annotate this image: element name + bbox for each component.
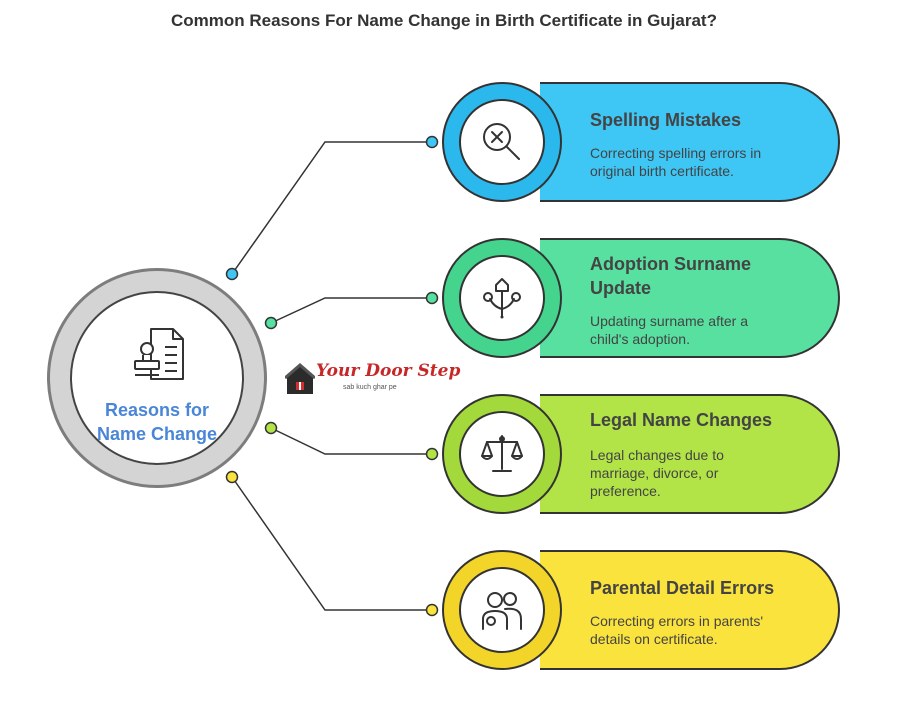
reason-description: Updating surname after a child's adoptio… [590, 312, 790, 348]
reason-title: Legal Name Changes [590, 410, 773, 430]
icon-badge [459, 567, 545, 653]
end-dot-2 [425, 291, 439, 305]
hub-inner-circle: Reasons for Name Change [70, 291, 244, 465]
icon-badge [459, 411, 545, 497]
icon-ring-parental [442, 550, 562, 670]
title-line-1: Adoption Surname [590, 254, 751, 274]
description-line-1: Updating surname after a [590, 313, 748, 329]
family-tree-icon [483, 278, 521, 319]
reason-card-spelling: Spelling Mistakes Correcting spelling er… [540, 82, 840, 202]
reason-title: Parental Detail Errors [590, 578, 775, 598]
description-line-2: child's adoption. [590, 331, 690, 347]
hub-label-line-2: Name Change [96, 424, 218, 444]
icon-badge [459, 99, 545, 185]
logo: Your Door Step sab kuch ghar pe [285, 361, 460, 401]
parents-icon [482, 592, 522, 630]
hub-circle: Reasons for Name Change [47, 268, 267, 488]
logo-tagline: sab kuch ghar pe [343, 384, 397, 391]
connector-3 [270, 427, 432, 455]
logo-text: Your Door Step [316, 361, 461, 381]
magnifier-x-icon [483, 123, 520, 160]
icon-badge [459, 255, 545, 341]
description-line-2: marriage, divorce, or [590, 465, 719, 481]
reason-description: Correcting spelling errors in original b… [590, 144, 790, 180]
reason-card-adoption: Adoption Surname Update Updating surname… [540, 238, 840, 358]
description-line-2: details on certificate. [590, 631, 718, 647]
description-line-1: Legal changes due to [590, 447, 724, 463]
connector-1 [231, 141, 432, 275]
reason-card-parental: Parental Detail Errors Correcting errors… [540, 550, 840, 670]
description-line-2: original birth certificate. [590, 163, 734, 179]
description-line-1: Correcting errors in parents' [590, 613, 764, 629]
description-line-3: preference. [590, 483, 661, 499]
hub-dot-1 [225, 267, 239, 281]
title-line-2: Update [590, 278, 652, 298]
description-line-1: Correcting spelling errors in [590, 145, 762, 161]
reason-title: Spelling Mistakes [590, 110, 742, 130]
hub-dot-3 [264, 421, 278, 435]
page-title: Common Reasons For Name Change in Birth … [171, 11, 717, 30]
end-dot-1 [425, 135, 439, 149]
icon-ring-legal [442, 394, 562, 514]
reason-description: Legal changes due to marriage, divorce, … [590, 446, 790, 500]
hub-label: Reasons for Name Change [72, 398, 242, 446]
reason-title: Adoption Surname Update [590, 252, 800, 300]
reason-description: Correcting errors in parents' details on… [590, 612, 790, 648]
icon-ring-spelling [442, 82, 562, 202]
hub-dot-2 [264, 316, 278, 330]
hub-label-line-1: Reasons for [104, 400, 210, 420]
end-dot-4 [425, 603, 439, 617]
end-dot-3 [425, 447, 439, 461]
connector-2 [270, 297, 432, 324]
house-icon [285, 363, 315, 394]
hub-dot-4 [225, 470, 239, 484]
document-stamp-icon [134, 328, 184, 380]
scales-icon [481, 435, 523, 472]
icon-ring-adoption [442, 238, 562, 358]
connector-4 [231, 476, 432, 611]
reason-card-legal: Legal Name Changes Legal changes due to … [540, 394, 840, 514]
